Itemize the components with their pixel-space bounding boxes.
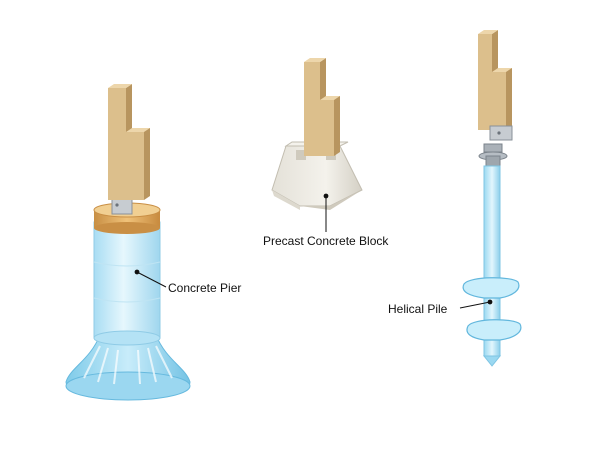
precast-block-illustration — [271, 58, 363, 210]
pile-pointer-dot — [487, 299, 493, 305]
leader-lines — [134, 193, 493, 309]
block-pointer-dot — [323, 193, 329, 199]
helical-pile-illustration — [462, 30, 522, 367]
precast-block-label: Precast Concrete Block — [263, 234, 389, 248]
pier-pointer-dot — [134, 269, 140, 275]
helical-pile-label: Helical Pile — [388, 302, 448, 316]
concrete-pier-label: Concrete Pier — [168, 281, 242, 295]
concrete-pier-illustration — [65, 84, 191, 401]
